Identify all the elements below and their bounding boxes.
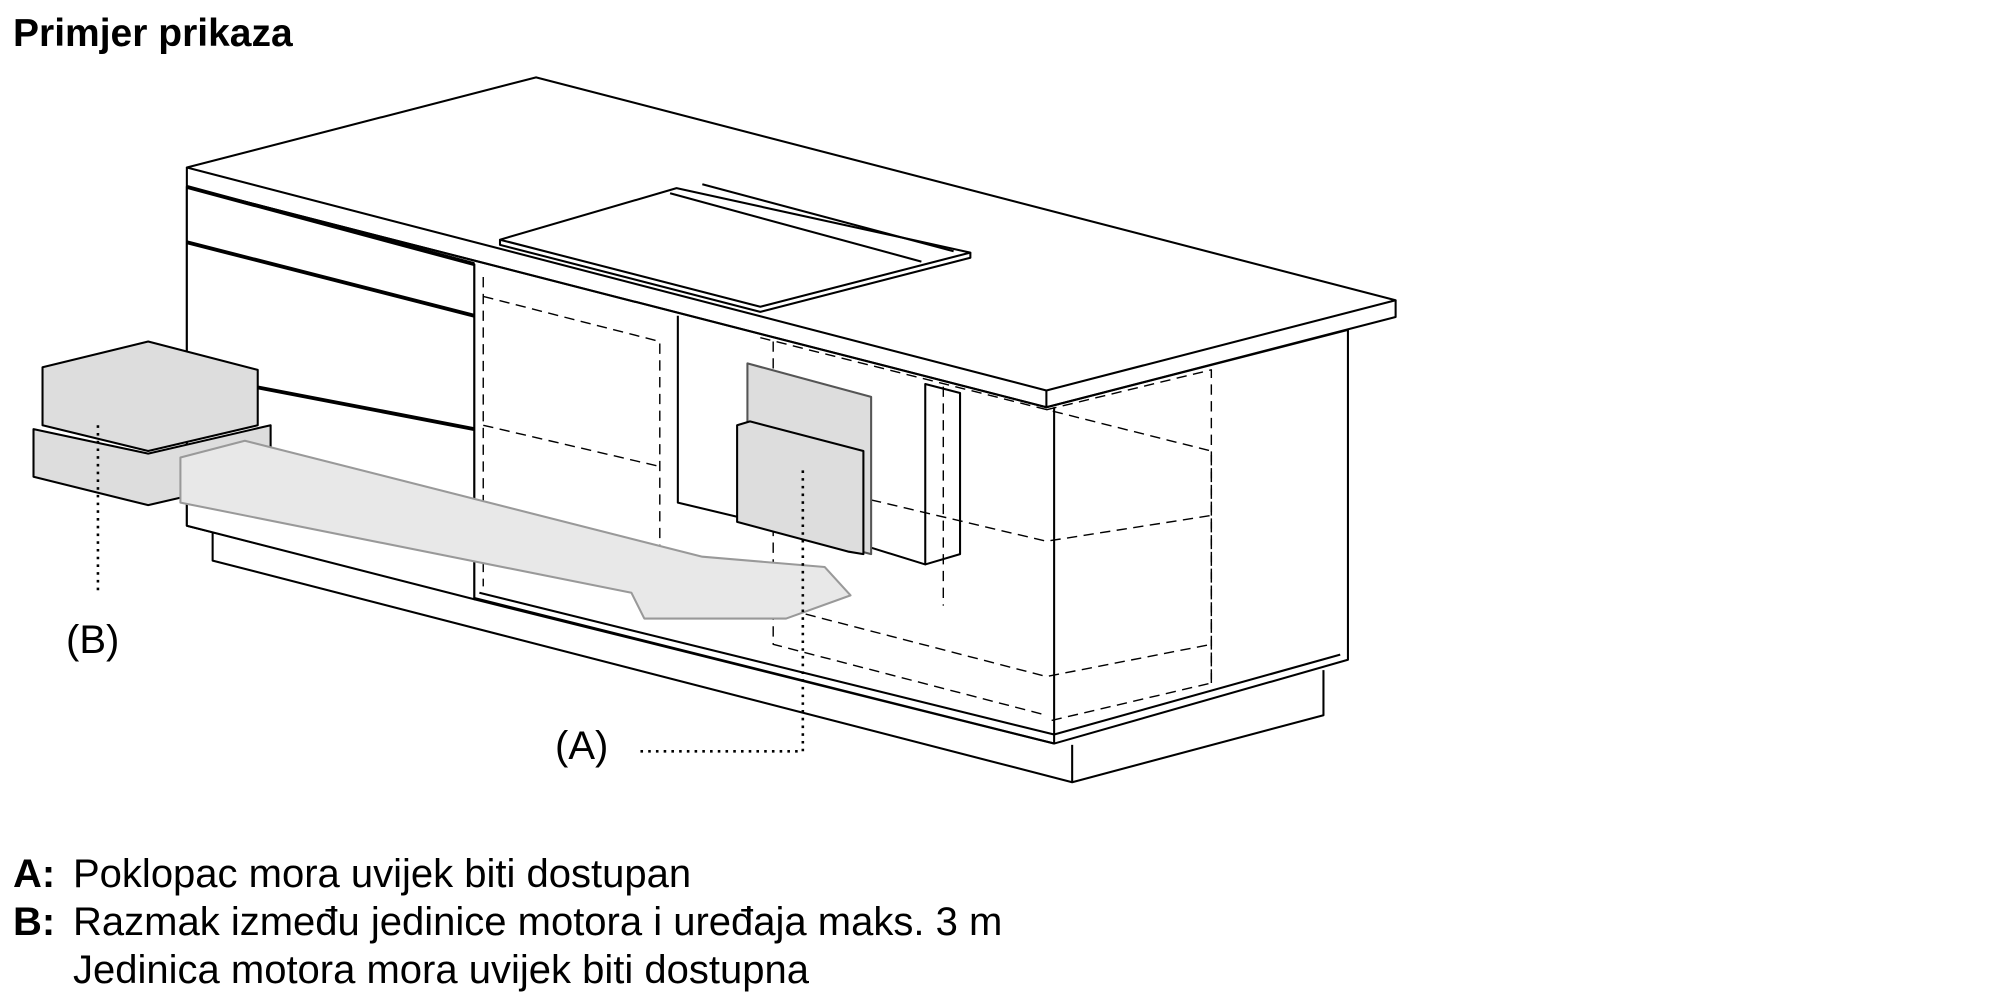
legend-a: A: Poklopac mora uvijek biti dostupan (13, 850, 691, 898)
legend-key-a: A: (13, 852, 56, 896)
callout-b: (B) (66, 618, 120, 662)
motor-unit (41, 340, 259, 453)
legend-key-b: B: (13, 900, 56, 944)
legend-text-b-1: Razmak između jedinice motora i uređaja … (73, 900, 1003, 944)
legend-text-b-2: Jedinica motora mora uvijek biti dostupn… (73, 948, 809, 992)
page-title: Primjer prikaza (13, 12, 293, 55)
legend-b: B: Razmak između jedinice motora i uređaj… (13, 898, 1002, 994)
countertop (185, 76, 1397, 392)
air-duct (179, 439, 852, 620)
callout-a: (A) (555, 724, 609, 768)
legend-text-a: Poklopac mora uvijek biti dostupan (73, 852, 692, 896)
inner-cover (736, 420, 865, 556)
leader-a (640, 470, 805, 753)
